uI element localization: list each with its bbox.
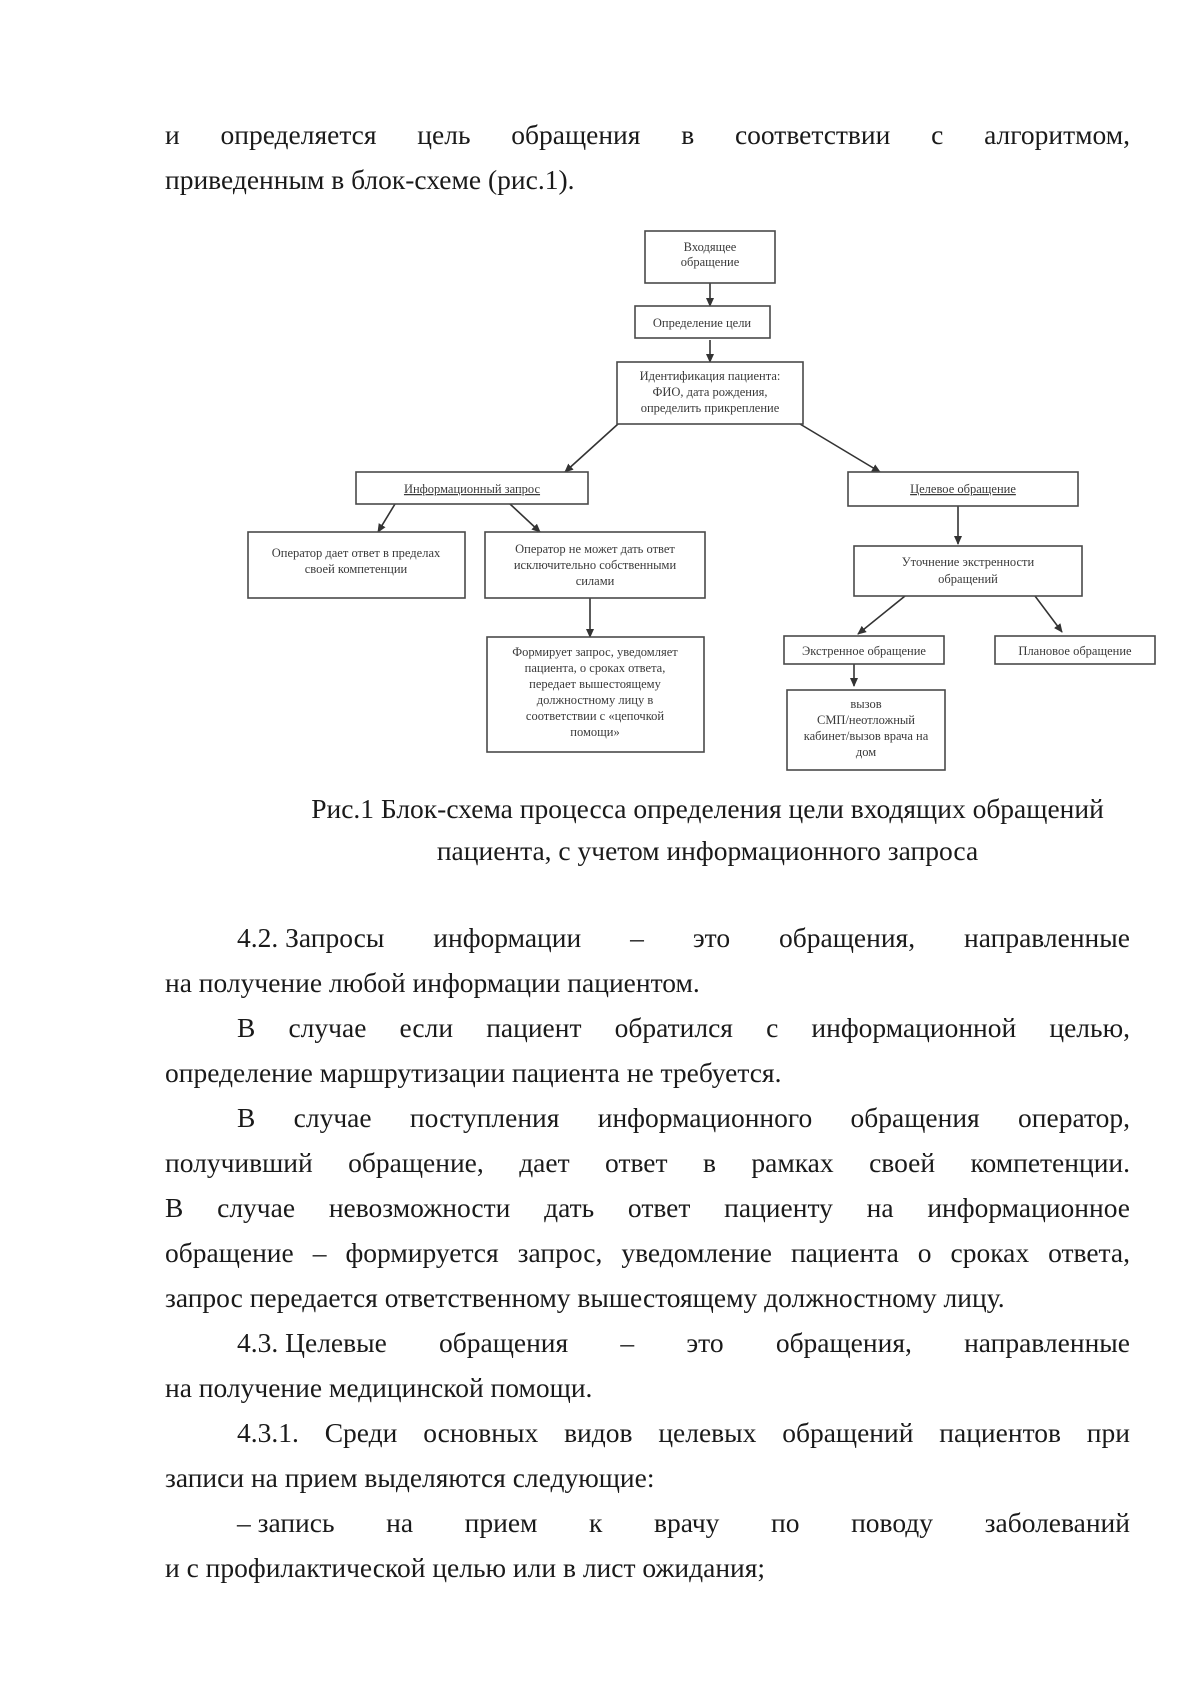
p42-word: направленные [964, 922, 1130, 953]
node-clarify-urgency-line-2: обращений [938, 572, 998, 586]
node-forms-request-line-2: пациента, о сроках ответа, [525, 661, 666, 675]
p431-line-2: записи на прием выделяются следующие: [165, 1462, 655, 1493]
node-forms-request-line-4: должностному лицу в [537, 693, 654, 707]
list-word: прием [464, 1507, 538, 1538]
p-info-line-1: В случае если пациент обратился с информ… [237, 1012, 1130, 1043]
node-operator-cannot-line-1: Оператор не может дать ответ [515, 542, 675, 556]
node-identify-line-3: определить прикрепление [641, 401, 780, 415]
p431-line-1: 4.3.1. Среди основных видов целевых обра… [237, 1417, 1130, 1448]
list-word: к [589, 1507, 603, 1538]
node-forms-request-line-5: соответствии с «цепочкой [526, 709, 665, 723]
node-incoming: Входящее обращение [644, 230, 776, 284]
p42-line-1: 4.2. Запросы информации – это обращения,… [165, 915, 1130, 960]
p42-word: это [692, 922, 731, 953]
figure-caption-line-2: пациента, с учетом информационного запро… [436, 835, 979, 866]
node-planned-line-1: Плановое обращение [1018, 644, 1132, 658]
p42-word: информации [433, 922, 582, 953]
node-target-request-line-1: Целевое обращение [910, 482, 1016, 496]
node-emergency-line-1: Экстренное обращение [802, 644, 926, 658]
p43-word: обращения [439, 1327, 569, 1358]
node-operator-cannot-line-2: исключительно собственными [514, 558, 677, 572]
p-info-line-2: определение маршрутизации пациента не тр… [165, 1057, 782, 1088]
intro-line-2: приведенным в блок-схеме (рис.1). [165, 164, 575, 195]
figure-caption: Рис.1 Блок-схема процесса определения це… [165, 788, 1130, 872]
arrow-info-to-cannot [509, 503, 541, 533]
list-word: поводу [851, 1507, 934, 1538]
node-call-ambulance-line-4: дом [856, 745, 876, 759]
node-identify: Идентификация пациента: ФИО, дата рожден… [616, 361, 804, 425]
node-incoming-line-2: обращение [681, 255, 740, 269]
p42-word: обращения, [779, 922, 916, 953]
p43-word: это [686, 1327, 724, 1358]
body-text: 4.2. Запросы информации – это обращения,… [165, 915, 1130, 1590]
p43-word: 4.3. Целевые [237, 1327, 387, 1358]
p43-word: – [620, 1327, 635, 1358]
node-call-ambulance: вызов СМП/неотложный кабинет/вызов врача… [786, 689, 946, 771]
p42-word: – [630, 922, 644, 953]
p43-word: направленные [964, 1327, 1130, 1358]
node-clarify-urgency: Уточнение экстренности обращений [853, 545, 1083, 597]
p-op-line-5: запрос передается ответственному вышесто… [165, 1282, 1005, 1313]
p-op-line-1: В случае поступления информационного обр… [237, 1102, 1130, 1133]
node-forms-request-line-1: Формирует запрос, уведомляет [512, 645, 678, 659]
list-word: врачу [654, 1507, 720, 1538]
arrow-identify-to-info [564, 423, 619, 473]
node-operator-answers: Оператор дает ответ в пределах своей ком… [247, 531, 466, 599]
node-operator-cannot-line-3: силами [576, 574, 615, 588]
node-call-ambulance-line-1: вызов [850, 697, 881, 711]
node-identify-line-1: Идентификация пациента: [640, 369, 781, 383]
p43-word: обращения, [775, 1327, 912, 1358]
node-clarify-urgency-line-1: Уточнение экстренности [902, 555, 1035, 569]
node-operator-cannot: Оператор не может дать ответ исключитель… [484, 531, 706, 599]
node-planned: Плановое обращение [994, 635, 1156, 665]
p-op-line-3: В случае невозможности дать ответ пациен… [165, 1192, 1130, 1223]
node-target-request: Целевое обращение [847, 471, 1079, 507]
node-emergency: Экстренное обращение [783, 635, 945, 665]
list-word: на [386, 1507, 414, 1538]
node-forms-request: Формирует запрос, уведомляет пациента, о… [486, 636, 705, 753]
node-call-ambulance-line-3: кабинет/вызов врача на [804, 729, 929, 743]
list-word: заболеваний [984, 1507, 1130, 1538]
node-define-goal: Определение цели [634, 305, 771, 339]
list-word: по [771, 1507, 800, 1538]
node-info-request-line-1: Информационный запрос [404, 482, 541, 496]
list-word: – запись [237, 1507, 335, 1538]
node-operator-answers-line-2: своей компетенции [305, 562, 408, 576]
p-op-line-2: получивший обращение, дает ответ в рамка… [165, 1147, 1130, 1178]
node-info-request: Информационный запрос [355, 471, 589, 505]
p42-word: 4.2. Запросы [237, 922, 385, 953]
node-incoming-line-1: Входящее [684, 240, 737, 254]
arrow-clarify-to-emergency [857, 595, 906, 635]
node-forms-request-line-3: передает вышестоящему [529, 677, 661, 691]
node-call-ambulance-line-2: СМП/неотложный [817, 713, 915, 727]
arrow-identify-to-target [799, 423, 881, 473]
arrow-info-to-answers [377, 503, 396, 533]
node-define-goal-line-1: Определение цели [653, 316, 752, 330]
list-item-1-line-1: – запись на прием к врачу по поводу забо… [165, 1500, 1130, 1545]
arrow-clarify-to-planned [1034, 595, 1063, 633]
p42-line-2: на получение любой информации пациентом. [165, 967, 700, 998]
p43-line-2: на получение медицинской помощи. [165, 1372, 593, 1403]
intro-line-1: и определяется цель обращения в соответс… [165, 119, 1130, 150]
p43-line-1: 4.3. Целевые обращения – это обращения, … [165, 1320, 1130, 1365]
flowchart: Входящее обращение Определение цели Иден… [247, 230, 1156, 771]
figure-caption-line-1: Рис.1 Блок-схема процесса определения це… [311, 793, 1104, 824]
intro-paragraph: и определяется цель обращения в соответс… [165, 112, 1130, 202]
node-identify-line-2: ФИО, дата рождения, [652, 385, 767, 399]
list-item-1-line-2: и с профилактической целью или в лист ож… [165, 1552, 766, 1583]
node-forms-request-line-6: помощи» [570, 725, 619, 739]
flowchart-arrows [377, 283, 1063, 687]
node-operator-answers-line-1: Оператор дает ответ в пределах [272, 546, 441, 560]
p-op-line-4: обращение – формируется запрос, уведомле… [165, 1237, 1130, 1268]
